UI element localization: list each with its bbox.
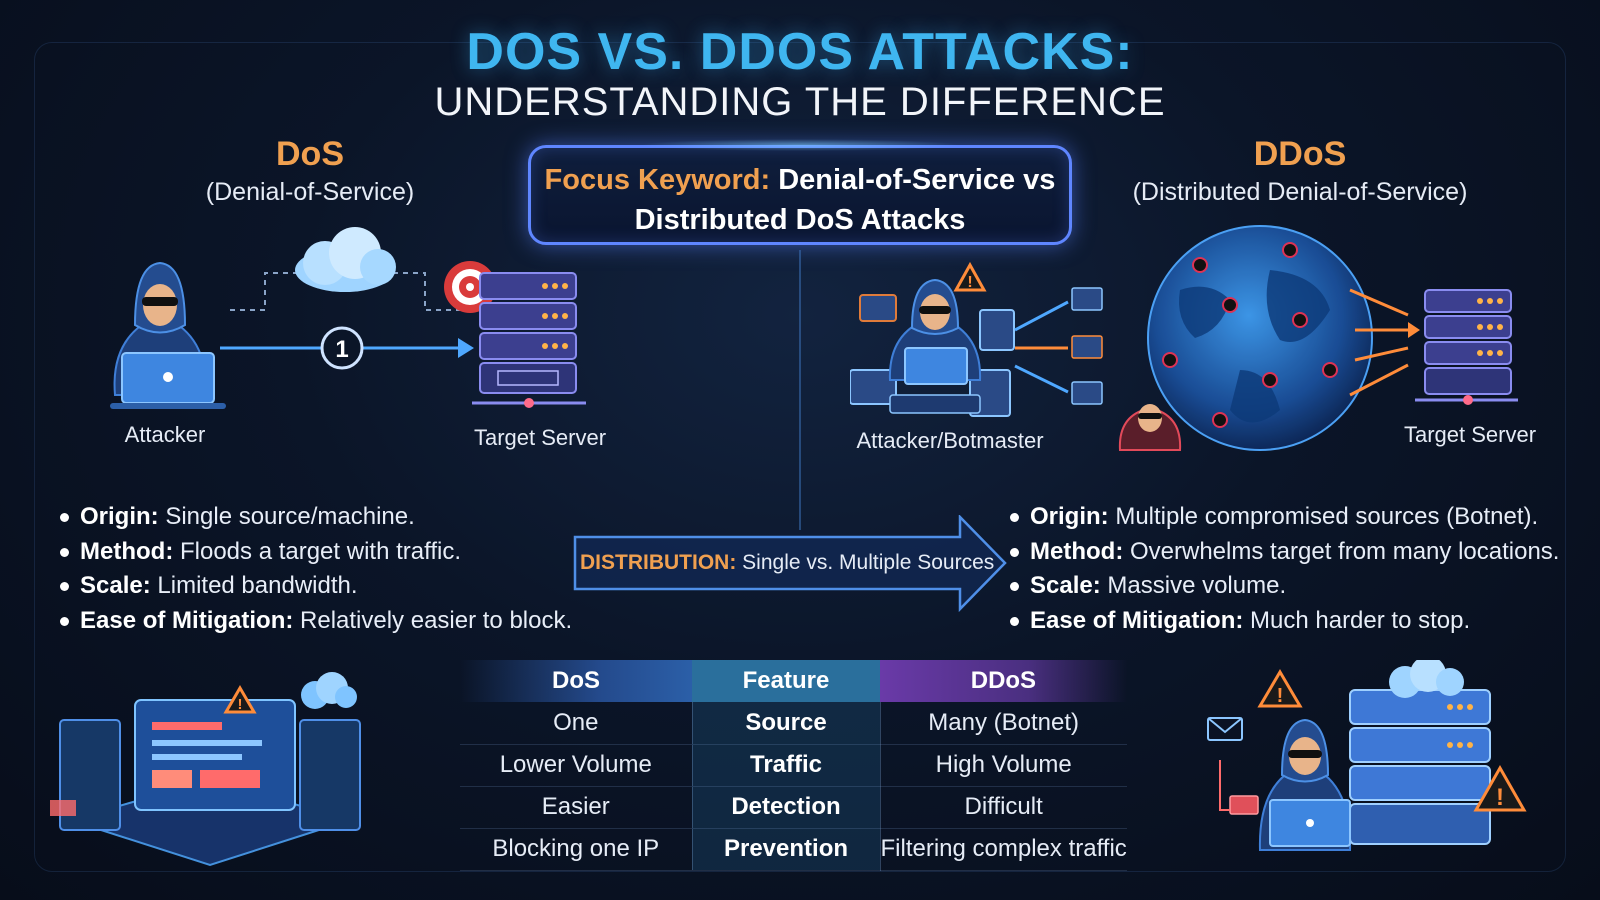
- bullet-key: Origin:: [1030, 503, 1109, 530]
- table-row: Easier Detection Difficult: [460, 786, 1127, 829]
- ddos-server-rack-icon: [1415, 289, 1518, 405]
- globe-icon: [1147, 225, 1373, 451]
- distribution-label: DISTRIBUTION: Single vs. Multiple Source…: [580, 551, 1000, 575]
- table-cell-dos: Easier: [460, 786, 692, 829]
- dos-bullet-origin: Origin: Single source/machine.: [58, 500, 572, 535]
- bullet-text: Massive volume.: [1107, 572, 1287, 599]
- table-cell-feature: Source: [691, 702, 881, 745]
- table-row: Lower Volume Traffic High Volume: [460, 744, 1127, 787]
- dos-bullet-list: Origin: Single source/machine. Method: F…: [58, 500, 572, 638]
- dos-subheading: (Denial-of-Service): [205, 178, 415, 206]
- warning-icon: !: [1257, 669, 1303, 708]
- dos-attacker-label: Attacker: [124, 422, 206, 447]
- dos-diagram: 1: [110, 227, 586, 409]
- botmaster-devices: [850, 294, 1015, 417]
- table-cell-dos: One: [460, 702, 692, 745]
- bullet-text: Overwhelms target from many locations.: [1129, 537, 1560, 565]
- cloud-icon: [301, 672, 357, 709]
- step-badge: [320, 326, 364, 370]
- focus-keyword-text-2: Distributed DoS Attacks: [634, 204, 966, 236]
- cloud-icon: [1389, 660, 1464, 698]
- table-cell-dos: Lower Volume: [460, 744, 692, 787]
- table-cell-feature: Prevention: [691, 828, 881, 871]
- svg-text:!: !: [238, 696, 243, 713]
- ddos-bot-attacker-icon: [1118, 404, 1182, 451]
- ddos-bullet-mitigation: Ease of Mitigation: Much harder to stop.: [1008, 604, 1559, 639]
- ddos-bullet-origin: Origin: Multiple compromised sources (Bo…: [1008, 500, 1559, 535]
- ddos-bullet-list: Origin: Multiple compromised sources (Bo…: [1008, 500, 1559, 638]
- warning-icon: !: [953, 261, 987, 292]
- bullet-text: Relatively easier to block.: [300, 606, 573, 634]
- hooded-attacker-icon: [1258, 718, 1352, 851]
- ddos-diagram: !: [850, 225, 1518, 451]
- bullet-key: Method:: [1030, 537, 1124, 565]
- table-header-feature: Feature: [692, 660, 880, 702]
- table-cell-ddos: High Volume: [880, 744, 1127, 787]
- bottom-left-illustration: !: [50, 672, 361, 867]
- table-cell-ddos: Filtering complex traffic: [880, 828, 1127, 871]
- distribution-text: Single vs. Multiple Sources: [742, 551, 995, 574]
- server-rack-icon: [1349, 689, 1491, 845]
- focus-keyword-box: Focus Keyword: Denial-of-Service vs Dist…: [528, 145, 1072, 245]
- table-row: One Source Many (Botnet): [460, 702, 1127, 745]
- table-header-ddos: DDoS: [880, 660, 1127, 702]
- bullet-key: Origin:: [80, 503, 159, 530]
- warning-icon: !: [223, 685, 257, 714]
- bottom-right-illustration: ! !: [1207, 660, 1527, 851]
- ddos-heading: DDoS: [1253, 135, 1347, 173]
- bot-icon: [1071, 287, 1103, 405]
- ddos-subheading: (Distributed Denial-of-Service): [1132, 178, 1468, 206]
- ddos-bullet-scale: Scale: Massive volume.: [1008, 569, 1559, 604]
- svg-text:!: !: [967, 274, 972, 291]
- svg-text:!: !: [1496, 784, 1504, 811]
- page-subtitle: UNDERSTANDING THE DIFFERENCE: [434, 80, 1166, 124]
- table-cell-feature: Detection: [691, 786, 881, 829]
- bullet-text: Much harder to stop.: [1250, 606, 1471, 634]
- ddos-bullet-method: Method: Overwhelms target from many loca…: [1008, 535, 1559, 570]
- bullet-key: Method:: [80, 537, 174, 565]
- dos-arrow-head: [458, 338, 474, 358]
- table-header-row: DoS Feature DDoS: [460, 660, 1127, 702]
- cloud-icon: [295, 227, 396, 292]
- bullet-text: Multiple compromised sources (Botnet).: [1115, 503, 1539, 530]
- table-cell-dos: Blocking one IP: [460, 828, 692, 871]
- bullet-text: Floods a target with traffic.: [179, 537, 461, 565]
- bullet-key: Scale:: [1030, 572, 1101, 599]
- bullet-key: Ease of Mitigation:: [1030, 606, 1244, 634]
- distribution-key: DISTRIBUTION:: [580, 551, 737, 574]
- focus-keyword-text-1: Denial-of-Service vs: [778, 164, 1056, 196]
- ddos-server-label: Target Server: [1403, 422, 1537, 447]
- bullet-key: Scale:: [80, 572, 151, 599]
- distribution-arrow: [573, 515, 1007, 613]
- focus-keyword-label: Focus Keyword:: [544, 164, 771, 196]
- dos-heading: DoS: [276, 135, 344, 173]
- svg-text:!: !: [1277, 685, 1284, 707]
- table-cell-ddos: Difficult: [880, 786, 1127, 829]
- page-title: DOS VS. DDOS ATTACKS:: [466, 23, 1134, 81]
- table-row: Blocking one IP Prevention Filtering com…: [460, 828, 1127, 871]
- dos-bullet-mitigation: Ease of Mitigation: Relatively easier to…: [58, 604, 572, 639]
- bullet-text: Limited bandwidth.: [157, 572, 358, 599]
- dos-bullet-method: Method: Floods a target with traffic.: [58, 535, 572, 570]
- step-number: 1: [335, 336, 348, 363]
- content-frame: [34, 42, 1566, 872]
- focus-line-1: Focus Keyword: Denial-of-Service vs: [531, 160, 1069, 200]
- laptop-icon: [110, 352, 226, 409]
- server-rack-icon: [472, 272, 586, 408]
- table-cell-ddos: Many (Botnet): [880, 702, 1127, 745]
- comparison-table: DoS Feature DDoS One Source Many (Botnet…: [460, 660, 1127, 871]
- bullet-key: Ease of Mitigation:: [80, 606, 294, 634]
- email-icon: [1207, 717, 1259, 815]
- table-header-dos: DoS: [460, 660, 692, 702]
- ddos-attacker-label: Attacker/Botmaster: [856, 428, 1044, 453]
- table-cell-feature: Traffic: [691, 744, 881, 787]
- dos-server-label: Target Server: [473, 425, 607, 450]
- bullet-text: Single source/machine.: [165, 503, 415, 530]
- dos-bullet-scale: Scale: Limited bandwidth.: [58, 569, 572, 604]
- warning-icon-large: !: [1473, 764, 1527, 812]
- botmaster-icon: [888, 278, 982, 385]
